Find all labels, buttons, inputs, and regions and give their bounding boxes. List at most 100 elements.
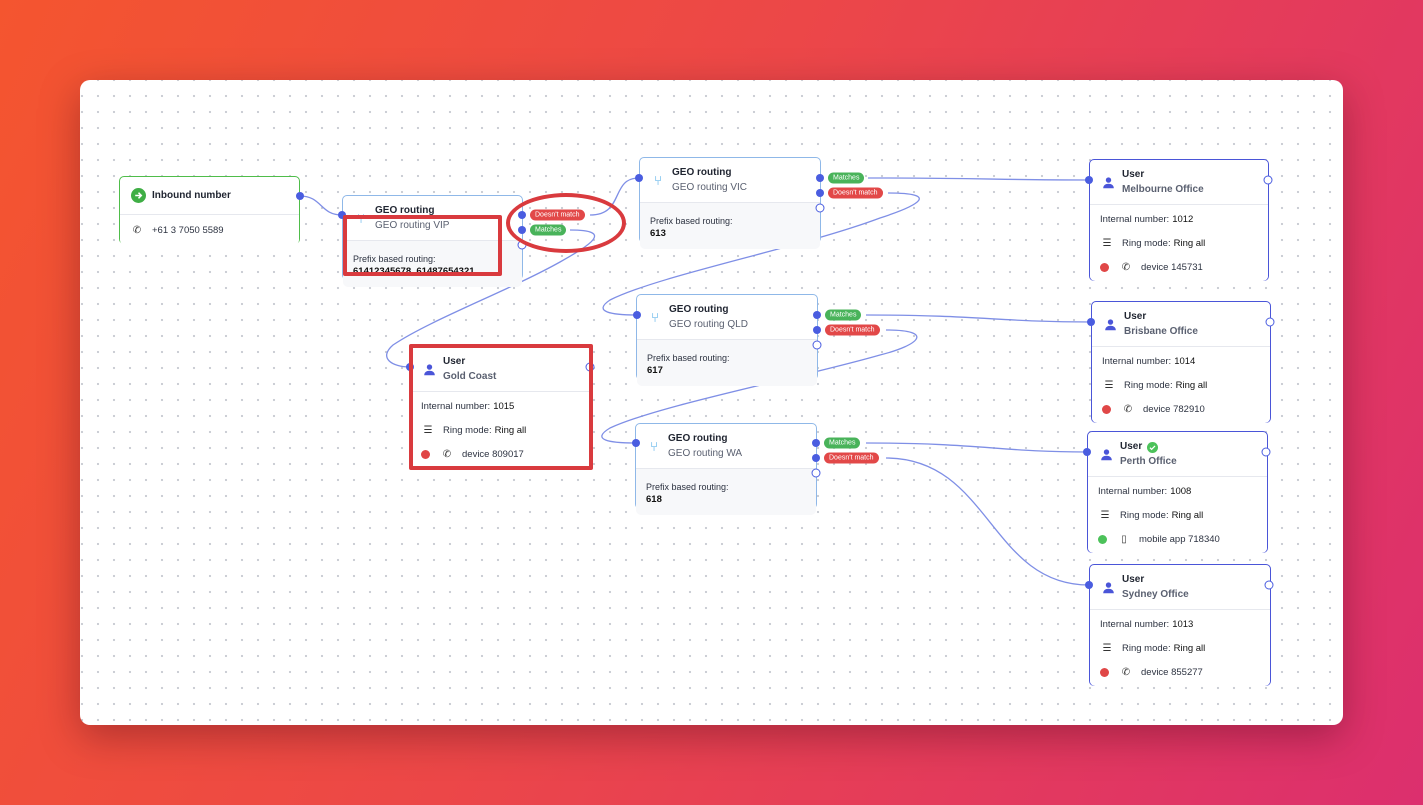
handle-perth-in[interactable] [1083,448,1091,456]
user-title: User [1122,169,1145,180]
device-status-dot [1098,534,1107,544]
prefix-label: Prefix based routing: [650,216,733,226]
highlight-prefix-box [343,215,502,276]
handle-melbourne-out[interactable] [1263,175,1273,185]
user-body: Internal number:1012 ☰Ring mode:Ring all… [1090,205,1268,281]
user-subtitle: Gold Coast [443,371,497,382]
check-circle-icon [1147,441,1159,453]
internal-number-label: Internal number: [421,400,491,412]
geo-wa-title: GEO routing [668,433,728,444]
internal-number-value: 1008 [1170,485,1192,497]
inbound-body: ✆ +61 3 7050 5589 [120,215,299,245]
user-body: Internal number:1008 ☰Ring mode:Ring all… [1088,477,1267,553]
device-label: device 855277 [1141,666,1203,678]
device-label: device 782910 [1143,403,1205,415]
sip-phone-icon: ✆ [1121,666,1131,678]
internal-number-label: Internal number: [1098,485,1168,497]
user-node-melbourne[interactable]: User Melbourne Office Internal number:10… [1089,159,1269,281]
user-title-text: User [1120,441,1143,452]
user-node-brisbane[interactable]: User Brisbane Office Internal number:101… [1091,301,1271,423]
ring-mode-label: Ring mode: [1120,509,1169,521]
user-node-perth[interactable]: User Perth Office Internal number:1008 ☰… [1087,431,1268,553]
geo-qld-subtitle: GEO routing QLD [669,319,748,330]
handle-melbourne-in[interactable] [1085,176,1093,184]
user-header: User Perth Office [1088,432,1267,477]
internal-number-label: Internal number: [1100,618,1170,630]
handle-vic-default[interactable] [815,203,825,213]
handle-wa-in[interactable] [632,439,640,447]
prefix-label: Prefix based routing: [646,482,729,492]
geo-qld-header: ⑂ GEO routing GEO routing QLD [637,295,817,340]
handle-vic-nomatch[interactable] [816,189,824,197]
user-title: User [1120,441,1257,453]
ring-mode-value: Ring all [1171,509,1204,521]
device-label: device 809017 [462,448,524,460]
user-subtitle: Perth Office [1120,456,1177,467]
handle-wa-nomatch[interactable] [812,454,820,462]
device-status-dot [1102,404,1111,414]
geo-routing-vic-node[interactable]: ⑂ GEO routing GEO routing VIC Prefix bas… [639,157,821,249]
highlight-branch-oval [506,193,626,253]
ring-mode-icon: ☰ [1102,237,1112,249]
sip-phone-icon: ✆ [1123,403,1133,415]
handle-perth-out[interactable] [1261,447,1271,457]
handle-vip-in[interactable] [338,211,346,219]
internal-number-value: 1012 [1172,213,1194,225]
arrow-right-circle-icon [130,188,146,204]
internal-number-value: 1014 [1174,355,1196,367]
handle-vic-in[interactable] [635,174,643,182]
qld-matches-label: Matches [825,309,862,321]
handle-sydney-out[interactable] [1264,580,1274,590]
geo-qld-body: Prefix based routing: 617 [637,340,817,386]
user-header: User Sydney Office [1090,565,1270,610]
prefix-value: 613 [650,228,666,239]
handle-sydney-in[interactable] [1085,581,1093,589]
internal-number-value: 1015 [493,400,515,412]
handle-qld-in[interactable] [633,311,641,319]
handle-brisbane-out[interactable] [1265,317,1275,327]
prefix-value: 618 [646,494,662,505]
device-status-dot [1100,262,1109,272]
geo-vic-subtitle: GEO routing VIC [672,182,748,193]
geo-routing-wa-node[interactable]: ⑂ GEO routing GEO routing WA Prefix base… [635,423,817,515]
user-header: User Brisbane Office [1092,302,1270,347]
sip-phone-icon: ✆ [442,448,452,460]
geo-routing-qld-node[interactable]: ⑂ GEO routing GEO routing QLD Prefix bas… [636,294,818,386]
ring-mode-value: Ring all [1173,642,1206,654]
handle-qld-nomatch[interactable] [813,326,821,334]
handle-inbound-out[interactable] [296,192,304,200]
prefix-label: Prefix based routing: [647,353,730,363]
user-header: User Melbourne Office [1090,160,1268,205]
user-node-gold-coast[interactable]: User Gold Coast Internal number:1015 ☰Ri… [410,346,591,468]
mobile-app-icon: ▯ [1121,533,1127,545]
user-subtitle: Brisbane Office [1124,326,1198,337]
geo-wa-header: ⑂ GEO routing GEO routing WA [636,424,816,469]
qld-no-match-label: Doesn't match [825,324,880,336]
handle-qld-default[interactable] [812,340,822,350]
geo-vic-header: ⑂ GEO routing GEO routing VIC [640,158,820,203]
geo-wa-body: Prefix based routing: 618 [636,469,816,515]
ring-mode-label: Ring mode: [443,424,492,436]
ring-mode-label: Ring mode: [1122,642,1171,654]
device-status-dot [1100,667,1109,677]
handle-wa-default[interactable] [811,468,821,478]
handle-wa-match[interactable] [812,439,820,447]
user-icon [1100,174,1116,190]
split-route-icon: ⑂ [650,438,658,454]
handle-qld-match[interactable] [813,311,821,319]
inbound-header: Inbound number [120,177,299,215]
wa-no-match-label: Doesn't match [824,452,879,464]
device-status-dot [421,449,430,459]
inbound-number-node[interactable]: Inbound number ✆ +61 3 7050 5589 [119,176,300,245]
user-icon [421,361,437,377]
ring-mode-value: Ring all [494,424,527,436]
user-subtitle: Sydney Office [1122,589,1189,600]
device-label: device 145731 [1141,261,1203,273]
handle-vic-match[interactable] [816,174,824,182]
geo-routing-vip-node[interactable]: ⑂ GEO routing GEO routing VIP Prefix bas… [342,195,523,287]
user-node-sydney[interactable]: User Sydney Office Internal number:1013 … [1089,564,1271,686]
ring-mode-icon: ☰ [423,424,433,436]
handle-brisbane-in[interactable] [1087,318,1095,326]
geo-vic-title: GEO routing [672,167,732,178]
user-icon [1102,316,1118,332]
